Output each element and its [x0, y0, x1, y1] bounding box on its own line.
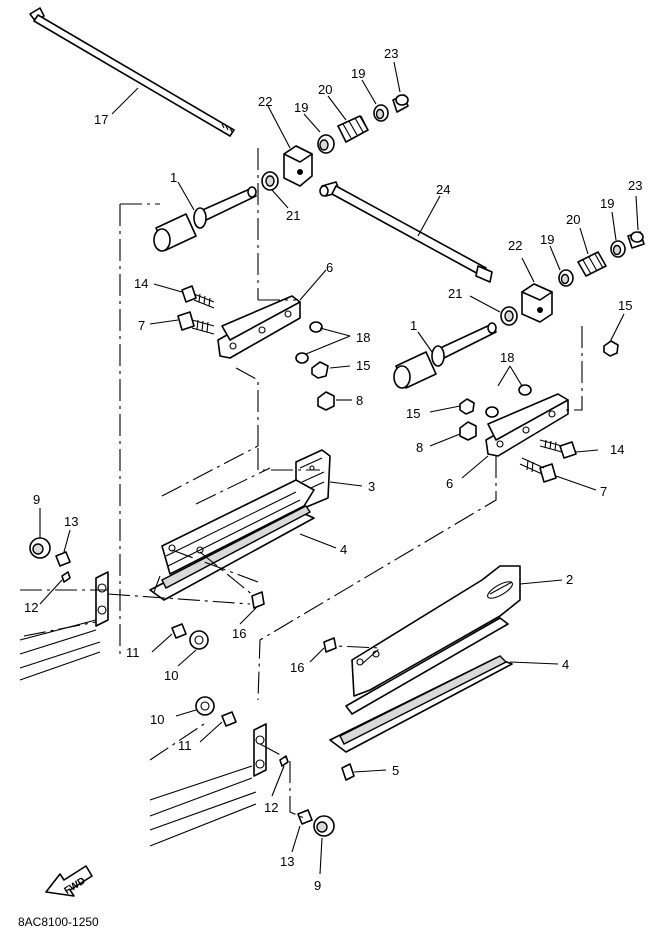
- part-21-washer-upper-right: [500, 306, 518, 326]
- part-1-shaft-right: [393, 322, 497, 389]
- callout-8: 8: [416, 440, 423, 455]
- part-16-cap-left: [251, 591, 265, 609]
- part-6-arm-right: [485, 393, 569, 457]
- part-7-bolt-left: [177, 311, 215, 335]
- part-18-washers-left: [295, 321, 323, 364]
- part-22-block-upper-right: [521, 283, 553, 323]
- callout-22: 22: [258, 94, 272, 109]
- part-8-nut-left: [317, 391, 335, 411]
- callout-3: 3: [368, 479, 375, 494]
- callout-10: 10: [164, 668, 178, 683]
- part-20-spring-upper-left: [337, 115, 369, 143]
- callout-19: 19: [600, 196, 614, 211]
- part-23-cap-upper-left: [392, 94, 409, 113]
- part-21-washer-upper-left: [261, 171, 279, 191]
- part-9-nut-lower: [313, 815, 335, 837]
- callout-19: 19: [351, 66, 365, 81]
- callout-15: 15: [406, 406, 420, 421]
- callout-4: 4: [562, 657, 569, 672]
- callout-21: 21: [286, 208, 300, 223]
- callout-7: 7: [138, 318, 145, 333]
- part-11-collar-mid: [171, 623, 187, 639]
- part-11-collar-lower: [221, 711, 237, 727]
- callout-24: 24: [436, 182, 450, 197]
- callout-16: 16: [232, 626, 246, 641]
- part-18-washers-right: [485, 384, 532, 418]
- callout-19: 19: [540, 232, 554, 247]
- callout-13: 13: [280, 854, 294, 869]
- callout-7: 7: [600, 484, 607, 499]
- part-17-long-rod: [29, 7, 235, 137]
- part-13-collar-lower: [297, 809, 313, 825]
- part-16-cap-right: [323, 637, 337, 653]
- callout-13: 13: [64, 514, 78, 529]
- callout-4: 4: [340, 542, 347, 557]
- callout-10: 10: [150, 712, 164, 727]
- part-1-shaft-left: [153, 186, 257, 252]
- callout-labels: 17 22 19 20 19 23 1 21 24 6 14 7 18 15 8…: [24, 46, 642, 893]
- part-2-bracket-right: [351, 565, 521, 697]
- part-24-rod: [319, 181, 493, 283]
- part-23-cap-upper-right: [627, 231, 645, 249]
- part-10-washer-mid: [189, 630, 209, 650]
- callout-2: 2: [566, 572, 573, 587]
- part-15-nut-right: [459, 398, 475, 415]
- callout-17: 17: [94, 112, 108, 127]
- callout-5: 5: [392, 763, 399, 778]
- part-15-nut-upper-right: [603, 340, 619, 357]
- part-19-collar-upper-right-2: [610, 240, 626, 258]
- part-7-bolt-right: [519, 457, 557, 483]
- diagram-code: 8AC8100-1250: [18, 915, 99, 929]
- callout-16: 16: [290, 660, 304, 675]
- part-15-nut-left: [311, 361, 329, 379]
- part-20-spring-upper-right: [577, 251, 607, 277]
- callout-6: 6: [446, 476, 453, 491]
- callout-18: 18: [500, 350, 514, 365]
- part-frame-lower-left: [19, 571, 109, 681]
- callout-14: 14: [134, 276, 148, 291]
- callout-22: 22: [508, 238, 522, 253]
- callout-11: 11: [178, 738, 192, 753]
- callout-15: 15: [356, 358, 370, 373]
- part-19-collar-upper-right: [558, 269, 574, 287]
- part-frame-bottom: [149, 723, 267, 847]
- callout-6: 6: [326, 260, 333, 275]
- callout-14: 14: [610, 442, 624, 457]
- leader-lines: [39, 61, 639, 875]
- part-19-collar-upper-left-2: [373, 104, 389, 122]
- callout-12: 12: [264, 800, 278, 815]
- callout-21: 21: [448, 286, 462, 301]
- part-5-screw: [341, 763, 355, 781]
- callout-23: 23: [384, 46, 398, 61]
- part-14-bolt-right: [539, 439, 577, 459]
- callout-23: 23: [628, 178, 642, 193]
- callout-9: 9: [33, 492, 40, 507]
- part-4-rail-left: [149, 479, 315, 601]
- part-12-pin-lower: [279, 755, 289, 767]
- part-13-collar-left: [55, 551, 71, 567]
- part-22-block-upper-left: [283, 145, 313, 187]
- part-12-pin-left: [61, 571, 71, 583]
- part-6-arm-left: [217, 295, 301, 359]
- callout-8: 8: [356, 393, 363, 408]
- assembly-lines: [20, 148, 583, 819]
- part-4-rail-right: [329, 617, 513, 753]
- part-9-nut-left: [29, 537, 51, 559]
- part-19-collar-upper-left: [317, 134, 335, 154]
- callout-20: 20: [318, 82, 332, 97]
- fwd-arrow-icon: FWD: [45, 865, 93, 897]
- part-14-bolt-left: [181, 285, 215, 309]
- part-10-washer-lower: [195, 696, 215, 716]
- callout-1: 1: [170, 170, 177, 185]
- callout-12: 12: [24, 600, 38, 615]
- part-8-nut-right: [459, 421, 477, 441]
- callout-20: 20: [566, 212, 580, 227]
- callout-15: 15: [618, 298, 632, 313]
- callout-19: 19: [294, 100, 308, 115]
- callout-9: 9: [314, 878, 321, 893]
- callout-11: 11: [126, 645, 140, 660]
- callout-1: 1: [410, 318, 417, 333]
- callout-18: 18: [356, 330, 370, 345]
